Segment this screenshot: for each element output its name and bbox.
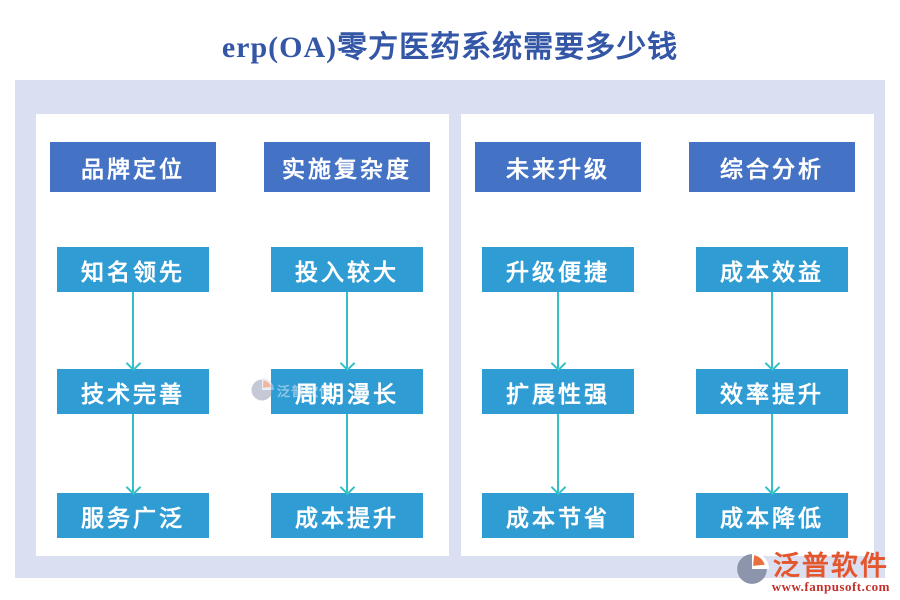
arrow-shaft xyxy=(132,292,134,368)
down-arrow xyxy=(550,292,566,372)
logo-url: www.fanpusoft.com xyxy=(771,579,890,594)
flow-item-box: 成本效益 xyxy=(696,247,848,292)
flow-item-box: 成本提升 xyxy=(271,493,423,538)
down-arrow xyxy=(339,414,355,496)
flow-column-analysis: 综合分析 成本效益 效率提升 成本降低 xyxy=(689,142,855,538)
arrow-shaft xyxy=(771,414,773,492)
down-arrow xyxy=(339,292,355,372)
flow-column-upgrade: 未来升级 升级便捷 扩展性强 成本节省 xyxy=(475,142,641,538)
category-header-box: 综合分析 xyxy=(689,142,855,192)
flow-item-box: 服务广泛 xyxy=(57,493,209,538)
flow-column-implementation: 实施复杂度 投入较大 周期漫长 成本提升 xyxy=(264,142,430,538)
arrow-shaft xyxy=(771,292,773,368)
arrow-shaft xyxy=(346,414,348,492)
page-title: erp(OA)零方医药系统需要多少钱 xyxy=(221,31,679,64)
flow-item-box: 投入较大 xyxy=(271,247,423,292)
arrow-shaft xyxy=(557,292,559,368)
panel-right: 未来升级 升级便捷 扩展性强 成本节省 综合分析 成本效益 效率提升 成本降低 xyxy=(461,114,874,556)
category-header-box: 品牌定位 xyxy=(50,142,216,192)
flow-item-box: 成本降低 xyxy=(696,493,848,538)
panel-left: 品牌定位 知名领先 技术完善 服务广泛 实施复杂度 投入较大 周期漫长 成本提升 xyxy=(36,114,449,556)
down-arrow xyxy=(550,414,566,496)
flow-item-box: 效率提升 xyxy=(696,369,848,414)
arrow-shaft xyxy=(132,414,134,492)
category-header-box: 未来升级 xyxy=(475,142,641,192)
logo-text-wrap: 泛普软件 www.fanpusoft.com xyxy=(772,552,890,594)
flow-item-box: 技术完善 xyxy=(57,369,209,414)
arrow-shaft xyxy=(346,292,348,368)
down-arrow xyxy=(764,414,780,496)
flow-item-box: 成本节省 xyxy=(482,493,634,538)
outer-board: 品牌定位 知名领先 技术完善 服务广泛 实施复杂度 投入较大 周期漫长 成本提升… xyxy=(15,80,885,578)
fanpu-logo: 泛普软件 www.fanpusoft.com xyxy=(735,552,890,594)
flow-item-box: 扩展性强 xyxy=(482,369,634,414)
fanpu-logo-icon xyxy=(736,552,769,584)
flow-item-box: 知名领先 xyxy=(57,247,209,292)
arrow-shaft xyxy=(557,414,559,492)
flow-item-box: 升级便捷 xyxy=(482,247,634,292)
logo-name: 泛普软件 xyxy=(772,551,889,581)
down-arrow xyxy=(125,414,141,496)
down-arrow xyxy=(125,292,141,372)
flow-column-brand: 品牌定位 知名领先 技术完善 服务广泛 xyxy=(50,142,216,538)
category-header-box: 实施复杂度 xyxy=(264,142,430,192)
down-arrow xyxy=(764,292,780,372)
flow-item-box: 周期漫长 xyxy=(271,369,423,414)
